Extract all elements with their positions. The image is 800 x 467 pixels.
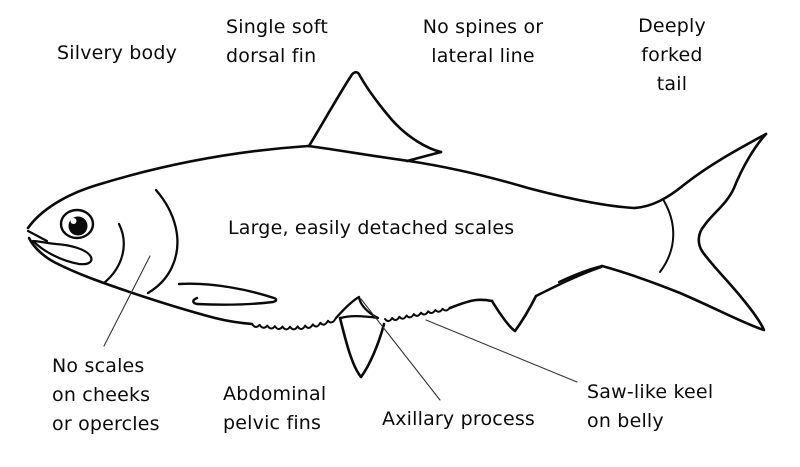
fish-top-outline (26, 132, 768, 230)
anal-fin (490, 294, 538, 333)
dorsal-fin-notch (405, 150, 443, 163)
leader-line-axillary (360, 298, 441, 401)
eye-outline (59, 208, 95, 240)
jaw-loop (31, 239, 93, 266)
dorsal-fin (307, 70, 443, 154)
keel-scallops-front (251, 317, 337, 331)
label-forked-tail: Deeply forked tail (638, 15, 706, 95)
pelvic-fin (338, 316, 386, 379)
label-no-spines: No spines or lateral line (422, 16, 544, 67)
belly-outline-rear (448, 298, 494, 310)
keel-scallops-rear (384, 306, 451, 323)
belly-outline-front (27, 236, 254, 326)
label-scales: Large, easily detached scales (228, 217, 515, 239)
leader-line-keel (425, 319, 578, 383)
cheek-arc (102, 222, 125, 285)
operculum-arc (146, 188, 179, 295)
leader-line-cheeks (103, 255, 151, 347)
label-keel: Saw-like keel on belly (587, 381, 714, 432)
eye-highlight (70, 218, 77, 224)
label-axillary: Axillary process (382, 408, 536, 430)
label-dorsal-fin: Single soft dorsal fin (226, 16, 328, 67)
belly-to-peduncle (534, 265, 603, 298)
axillary-process-flap (334, 295, 380, 320)
tail-base-crease (659, 200, 675, 273)
pectoral-fin (177, 282, 278, 306)
label-silvery-body: Silvery body (57, 42, 178, 64)
mouth-line (26, 229, 49, 243)
label-cheeks: No scales on cheeks or opercles (52, 355, 160, 435)
label-pelvic-fins: Abdominal pelvic fins (223, 383, 327, 434)
tail-outline (600, 132, 768, 332)
